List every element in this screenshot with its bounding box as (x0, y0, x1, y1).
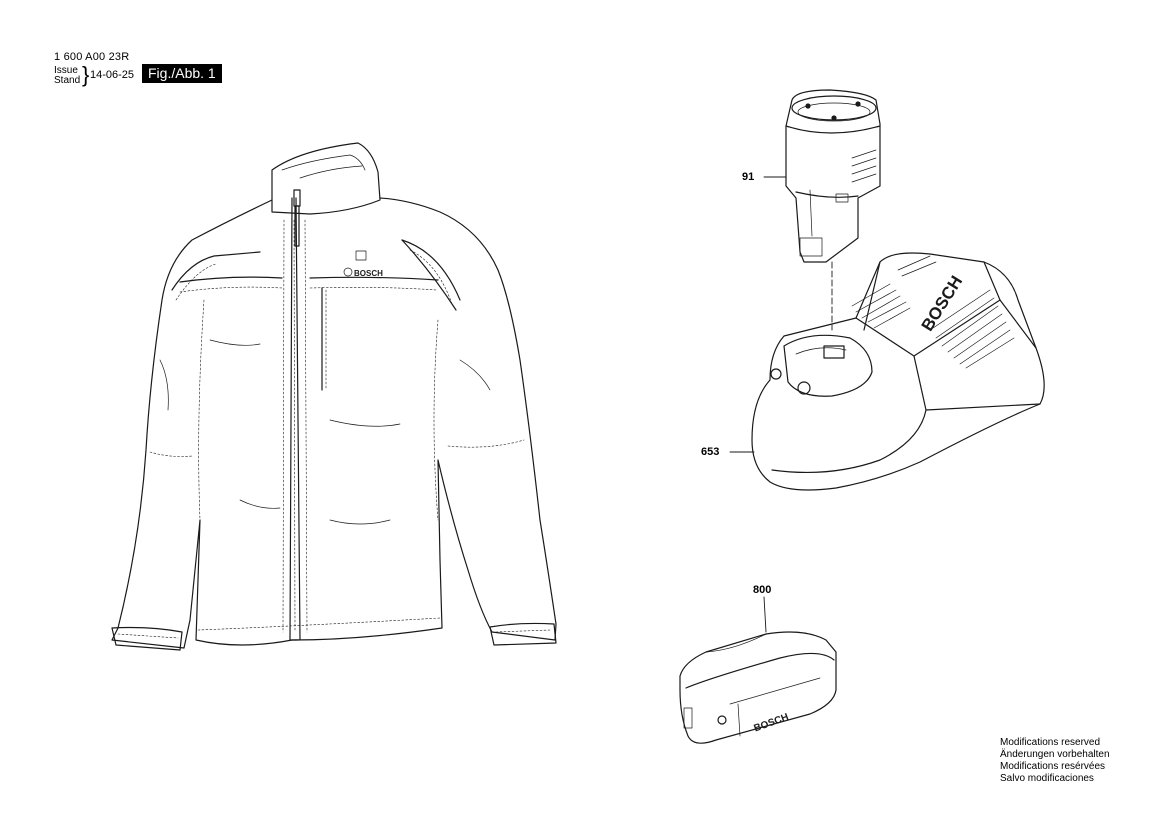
jacket-logo-text: BOSCH (354, 269, 383, 278)
stand-label: Stand (54, 75, 81, 86)
callout-charger: 653 (701, 446, 720, 458)
issue-date: 14-06-25 (90, 69, 135, 81)
modifications-line-en: Modifications reserved (1000, 737, 1101, 748)
modifications-note: Modifications reserved Änderungen vorbeh… (1000, 737, 1110, 785)
modifications-line-de: Änderungen vorbehalten (1000, 749, 1110, 760)
modifications-line-fr: Modifications resérvées (1000, 761, 1106, 772)
callout-battery: 91 (742, 171, 755, 183)
brace-glyph: } (82, 62, 90, 87)
part-number: 1 600 A00 23R (54, 51, 130, 63)
adapter-leader-line (763, 596, 767, 633)
battery-drawing (785, 89, 881, 263)
modifications-line-es: Salvo modificaciones (1000, 773, 1094, 784)
adapter-drawing: BOSCH (679, 631, 837, 744)
figure-label: Fig./Abb. 1 (142, 64, 222, 83)
adapter-logo-text: BOSCH (752, 712, 790, 735)
issue-label: Issue (54, 65, 78, 76)
charger-logo-text: BOSCH (918, 272, 967, 334)
callout-adapter: 800 (753, 584, 772, 596)
charger-drawing: BOSCH (751, 252, 1045, 491)
jacket-drawing: BOSCH (111, 142, 557, 651)
